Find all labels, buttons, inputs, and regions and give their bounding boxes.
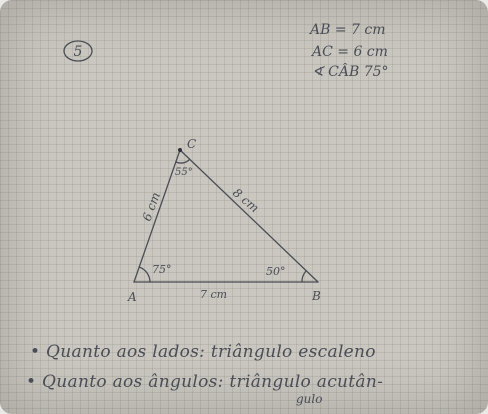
given-side-ab: AB = 7 cm (310, 22, 386, 38)
answer-sides: • Quanto aos lados: triângulo escaleno (30, 342, 376, 362)
item-number: 5 (74, 44, 83, 60)
given-side-ac: AC = 6 cm (312, 44, 388, 60)
vertex-c-label: C (187, 137, 196, 151)
vertex-c-point (178, 148, 182, 152)
angle-c-label: 55° (175, 167, 193, 178)
side-ab-label: 7 cm (200, 288, 227, 301)
answer-angles-continuation: gulo (296, 392, 323, 406)
angle-c-arc (175, 159, 190, 164)
angle-b-arc (301, 270, 307, 283)
angle-b-label: 50° (266, 265, 286, 278)
given-angle-cab: ∢ CÂB 75° (312, 64, 389, 80)
item-number-circle: 5 (63, 40, 93, 62)
side-bc-line (179, 149, 319, 283)
angle-a-arc (138, 266, 151, 283)
side-ac-label: 6 cm (140, 190, 163, 223)
side-ac-line (133, 149, 181, 283)
side-bc-label: 8 cm (230, 186, 262, 216)
answer-angles: • Quanto aos ângulos: triângulo acutân- (26, 372, 384, 392)
angle-a-label: 75° (152, 263, 172, 276)
vertex-b-label: B (311, 289, 321, 303)
vertex-a-label: A (127, 290, 137, 304)
